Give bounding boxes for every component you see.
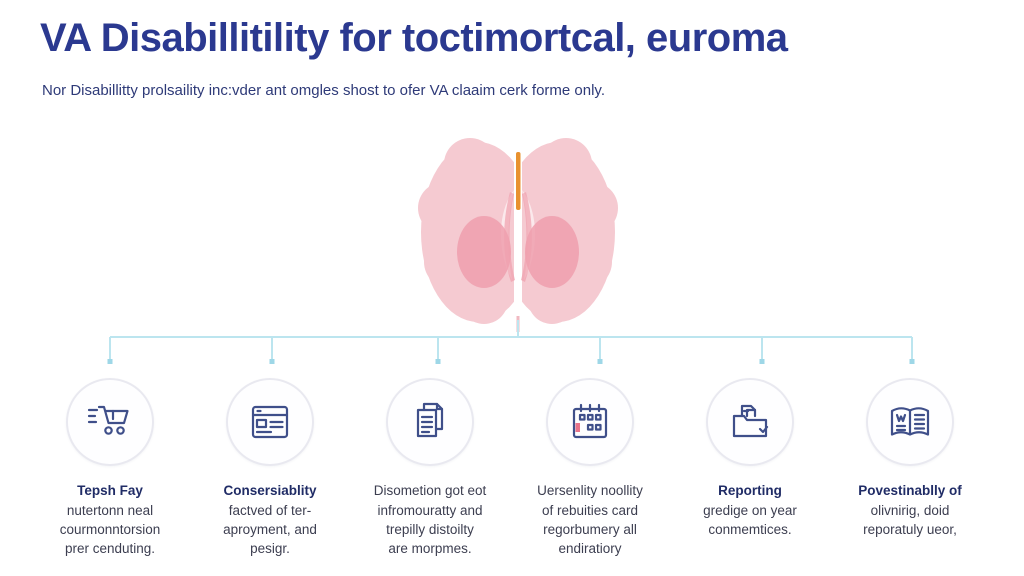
page-title: VA Disabillitility for toctimortcal, eur… xyxy=(40,16,788,60)
feature-line: nutertonn neal xyxy=(66,502,154,518)
feature-title: Disometion got eot xyxy=(373,483,487,498)
feature-line: endiratiory xyxy=(558,540,622,556)
feature-line: courmonntorsion xyxy=(59,521,161,537)
folder-icon xyxy=(732,404,769,438)
feature-column-4: Uersenlity noollity of rebuities card re… xyxy=(510,378,670,559)
feature-column-2: Consersiablity factved of ter- aproyment… xyxy=(190,378,350,559)
calendar-icon xyxy=(572,403,608,439)
brain-stem-orange xyxy=(516,152,521,210)
feature-title: Tepsh Fay xyxy=(77,483,143,498)
feature-title: Uersenlity noollity xyxy=(537,483,643,498)
feature-title: Reporting xyxy=(718,483,782,498)
feature-line: gredige on year xyxy=(703,502,797,518)
feature-line: infromouratty and xyxy=(377,502,483,518)
feature-icon-circle xyxy=(386,378,474,466)
feature-line: of rebuities card xyxy=(541,502,639,518)
feature-icon-circle xyxy=(66,378,154,466)
feature-line: aproyment, and xyxy=(223,521,317,537)
feature-line: are morpmes. xyxy=(388,540,472,556)
cart-icon xyxy=(87,405,129,435)
feature-icon-circle xyxy=(226,378,314,466)
feature-column-6: Povestinablly of olivnirig, doid reporat… xyxy=(830,378,990,559)
page-subtitle: Nor Disabillitty prolsaility inc:vder an… xyxy=(42,82,605,99)
feature-line: conmemtices. xyxy=(708,521,792,537)
feature-title: Povestinablly of xyxy=(858,483,962,498)
feature-line: factved of ter- xyxy=(228,502,312,518)
feature-line: pesigr. xyxy=(250,540,290,556)
feature-line: prer cenduting. xyxy=(64,540,156,556)
feature-line: trepilly distoilty xyxy=(386,521,474,537)
feature-column-1: Tepsh Fay nutertonn neal courmonntorsion… xyxy=(30,378,190,559)
brain-illustration xyxy=(418,138,618,332)
browser-icon xyxy=(251,405,289,439)
feature-column-3: Disometion got eot infromouratty and tre… xyxy=(350,378,510,559)
feature-icon-circle xyxy=(866,378,954,466)
feature-icon-circle xyxy=(706,378,794,466)
feature-columns: Tepsh Fay nutertonn neal courmonntorsion… xyxy=(30,378,990,559)
feature-line: olivnirig, doid xyxy=(870,502,950,518)
feature-icon-circle xyxy=(546,378,634,466)
documents-icon xyxy=(416,402,444,438)
feature-line: regorbumery all xyxy=(543,521,637,537)
feature-title: Consersiablity xyxy=(223,483,317,498)
feature-line: reporatuly ueor, xyxy=(863,521,957,537)
feature-column-5: Reporting gredige on year conmemtices. xyxy=(670,378,830,559)
book-icon xyxy=(890,407,930,436)
